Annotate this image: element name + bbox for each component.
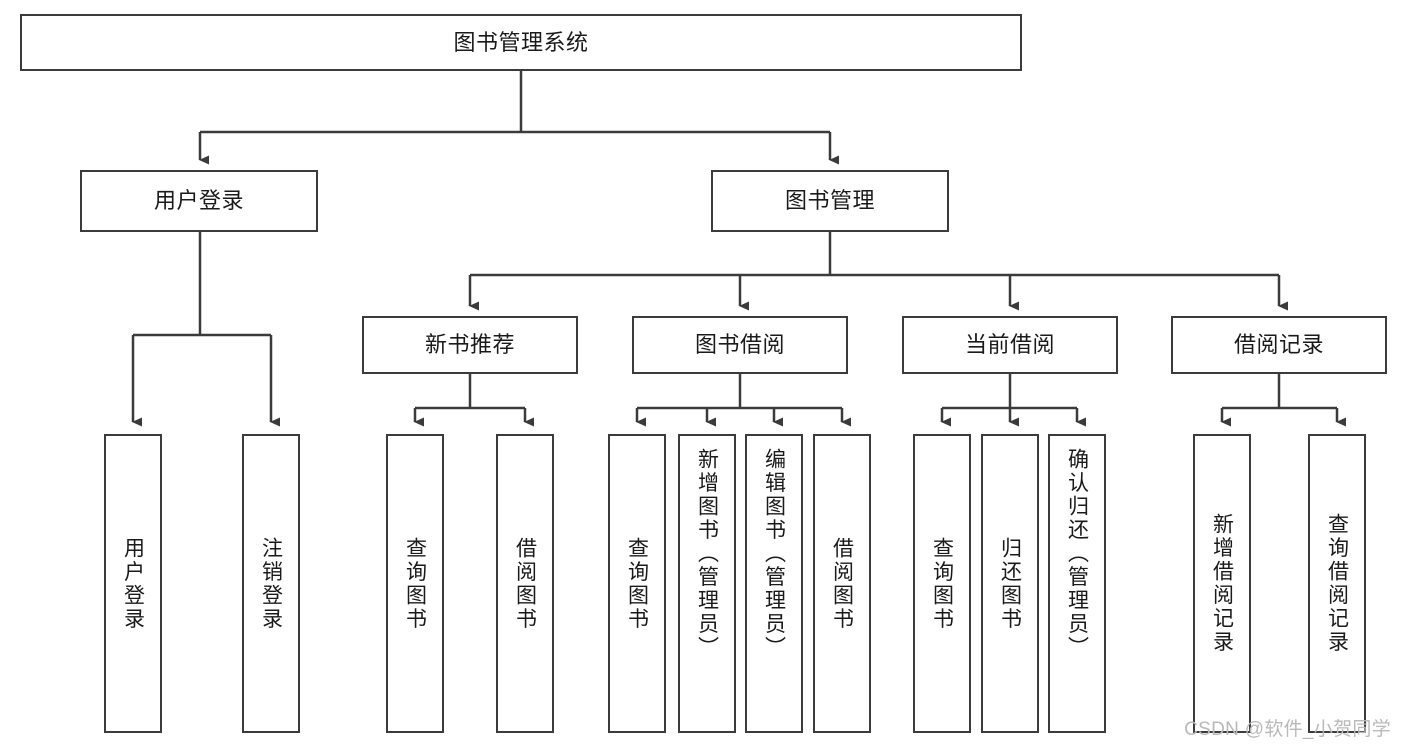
node-root[interactable]: 图书管理系统 (20, 14, 1022, 71)
node-leaf-add-record[interactable]: 新增借阅记录 (1193, 434, 1251, 733)
node-leaf-add-book[interactable]: 新增图书（管理员） (678, 434, 736, 733)
node-book-management-label: 图书管理 (784, 188, 875, 214)
node-new-book-recommend-label: 新书推荐 (424, 332, 515, 358)
node-user-login[interactable]: 用户登录 (80, 170, 318, 232)
node-leaf-user-login-label: 用户登录 (121, 536, 145, 631)
node-leaf-borrow-book-1-label: 借阅图书 (513, 536, 537, 631)
node-leaf-query-book-1[interactable]: 查询图书 (386, 434, 444, 733)
node-leaf-borrow-book-1[interactable]: 借阅图书 (496, 434, 554, 733)
node-borrow-record[interactable]: 借阅记录 (1171, 316, 1387, 374)
node-book-borrow-label: 图书借阅 (694, 332, 785, 358)
node-leaf-add-book-label: 新增图书（管理员） (695, 448, 719, 660)
node-book-borrow[interactable]: 图书借阅 (632, 316, 848, 374)
node-leaf-query-book-1-label: 查询图书 (403, 536, 427, 631)
node-leaf-return-book-label: 归还图书 (998, 536, 1022, 631)
node-user-login-label: 用户登录 (153, 188, 244, 214)
csdn-watermark: CSDN @软件_小贺同学 (1184, 719, 1391, 740)
node-root-label: 图书管理系统 (453, 29, 589, 55)
node-leaf-confirm-return[interactable]: 确认归还（管理员） (1048, 434, 1106, 733)
node-leaf-query-book-2-label: 查询图书 (625, 536, 649, 631)
node-leaf-edit-book[interactable]: 编辑图书（管理员） (745, 434, 803, 733)
node-leaf-query-record-label: 查询借阅记录 (1325, 513, 1349, 654)
node-leaf-user-login[interactable]: 用户登录 (104, 434, 162, 733)
node-leaf-query-book-2[interactable]: 查询图书 (608, 434, 666, 733)
node-leaf-logout-login-label: 注销登录 (259, 536, 283, 631)
node-leaf-query-book-3[interactable]: 查询图书 (913, 434, 971, 733)
node-leaf-borrow-book-2[interactable]: 借阅图书 (813, 434, 871, 733)
node-leaf-confirm-return-label: 确认归还（管理员） (1065, 448, 1089, 660)
node-borrow-record-label: 借阅记录 (1233, 332, 1324, 358)
node-book-management[interactable]: 图书管理 (711, 170, 949, 232)
node-leaf-query-book-3-label: 查询图书 (930, 536, 954, 631)
node-leaf-query-record[interactable]: 查询借阅记录 (1308, 434, 1366, 733)
node-current-borrow-label: 当前借阅 (964, 332, 1055, 358)
node-current-borrow[interactable]: 当前借阅 (902, 316, 1118, 374)
node-leaf-logout-login[interactable]: 注销登录 (242, 434, 300, 733)
node-leaf-borrow-book-2-label: 借阅图书 (830, 536, 854, 631)
node-leaf-add-record-label: 新增借阅记录 (1210, 513, 1234, 654)
node-leaf-return-book[interactable]: 归还图书 (981, 434, 1039, 733)
node-new-book-recommend[interactable]: 新书推荐 (362, 316, 578, 374)
node-leaf-edit-book-label: 编辑图书（管理员） (762, 448, 786, 660)
